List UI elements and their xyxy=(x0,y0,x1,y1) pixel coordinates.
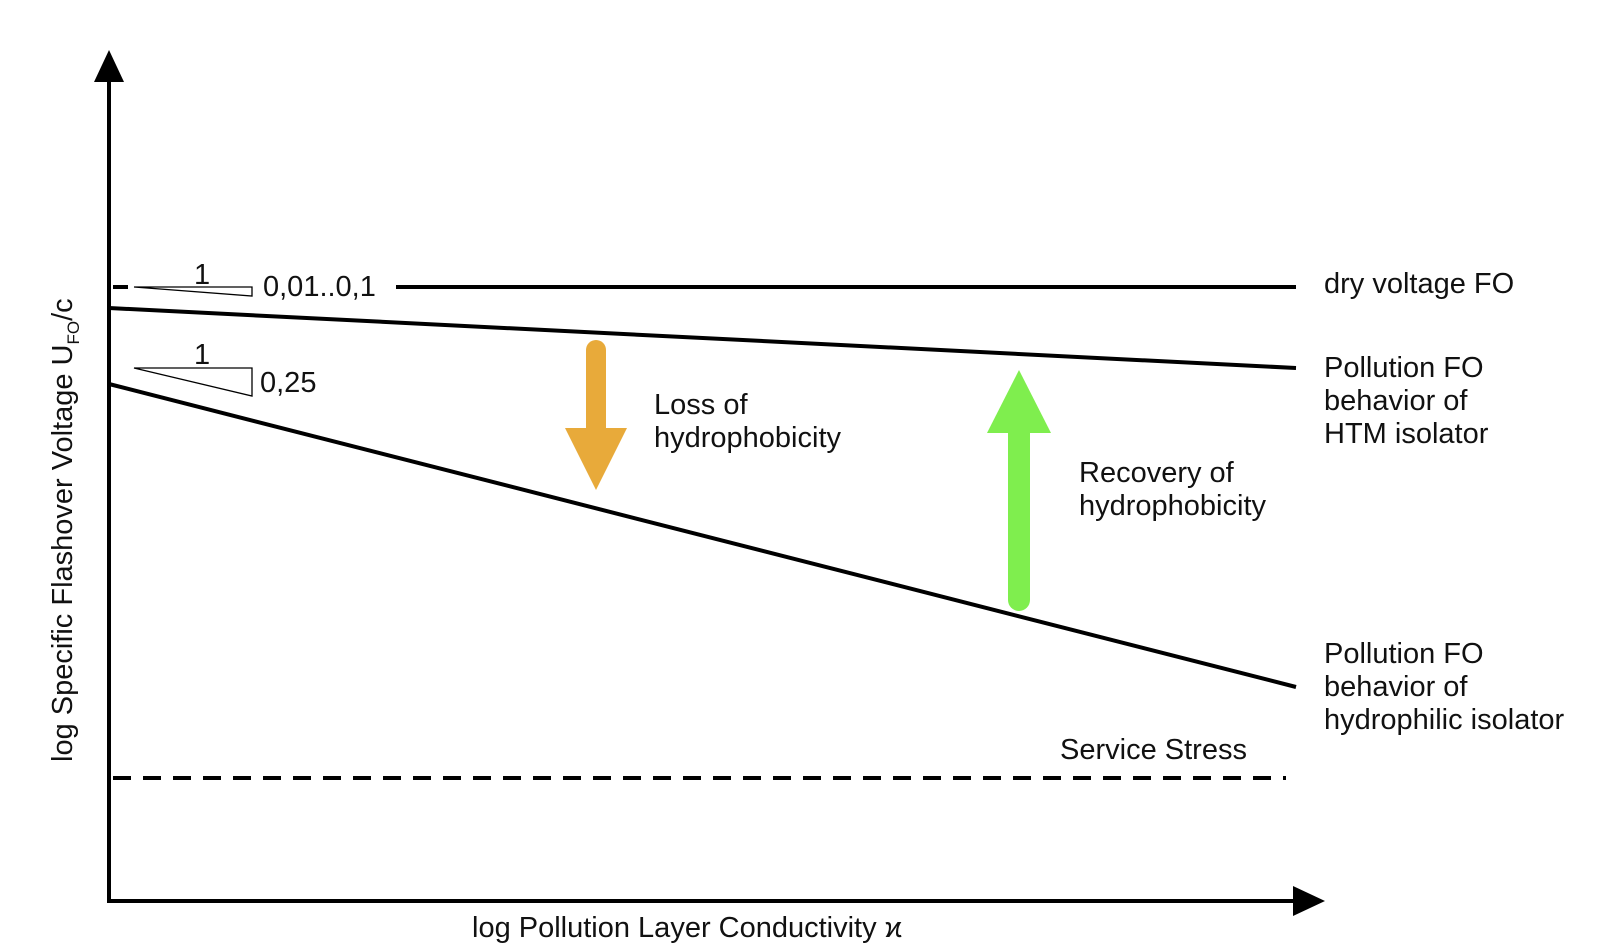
htm-label: Pollution FO behavior of HTM isolator xyxy=(1324,352,1492,450)
service-stress: Service Stress xyxy=(113,734,1286,780)
recovery-arrow: Recovery of hydrophobicity xyxy=(987,370,1266,611)
htm-line xyxy=(108,306,1297,370)
loss-arrow-head xyxy=(565,428,627,490)
hydrophilic-curve: 1 0,25 Pollution FO behavior of hydrophi… xyxy=(108,339,1565,736)
axes xyxy=(94,50,1325,916)
x-axis-arrowhead xyxy=(1293,886,1325,916)
recovery-label: Recovery of hydrophobicity xyxy=(1079,457,1266,522)
dry-slope-rise: 0,01..0,1 xyxy=(263,271,376,303)
hydrophilic-label: Pollution FO behavior of hydrophilic iso… xyxy=(1324,638,1565,736)
hydrophilic-slope-run: 1 xyxy=(194,339,210,371)
loss-label: Loss of hydrophobicity xyxy=(654,389,841,454)
dry-slope-run: 1 xyxy=(194,259,210,291)
dry-voltage-label: dry voltage FO xyxy=(1324,268,1514,300)
hydrophilic-slope-rise: 0,25 xyxy=(260,367,316,399)
service-stress-label: Service Stress xyxy=(1060,734,1247,766)
htm-curve: Pollution FO behavior of HTM isolator xyxy=(108,306,1492,450)
y-axis-label-subscript: FO xyxy=(64,321,83,345)
hydrophilic-slope-triangle xyxy=(133,367,253,397)
y-axis-arrowhead xyxy=(94,50,124,82)
dry-slope-triangle xyxy=(133,286,253,297)
loss-arrow: Loss of hydrophobicity xyxy=(565,340,841,490)
x-axis-label: log Pollution Layer Conductivity ϰ xyxy=(472,912,902,944)
y-axis-label: log Specific Flashover Voltage UFO/c xyxy=(47,298,83,762)
recovery-arrow-head xyxy=(987,370,1051,433)
hydrophilic-line xyxy=(108,382,1297,689)
dry-voltage-curve: 1 0,01..0,1 dry voltage FO xyxy=(113,259,1514,303)
